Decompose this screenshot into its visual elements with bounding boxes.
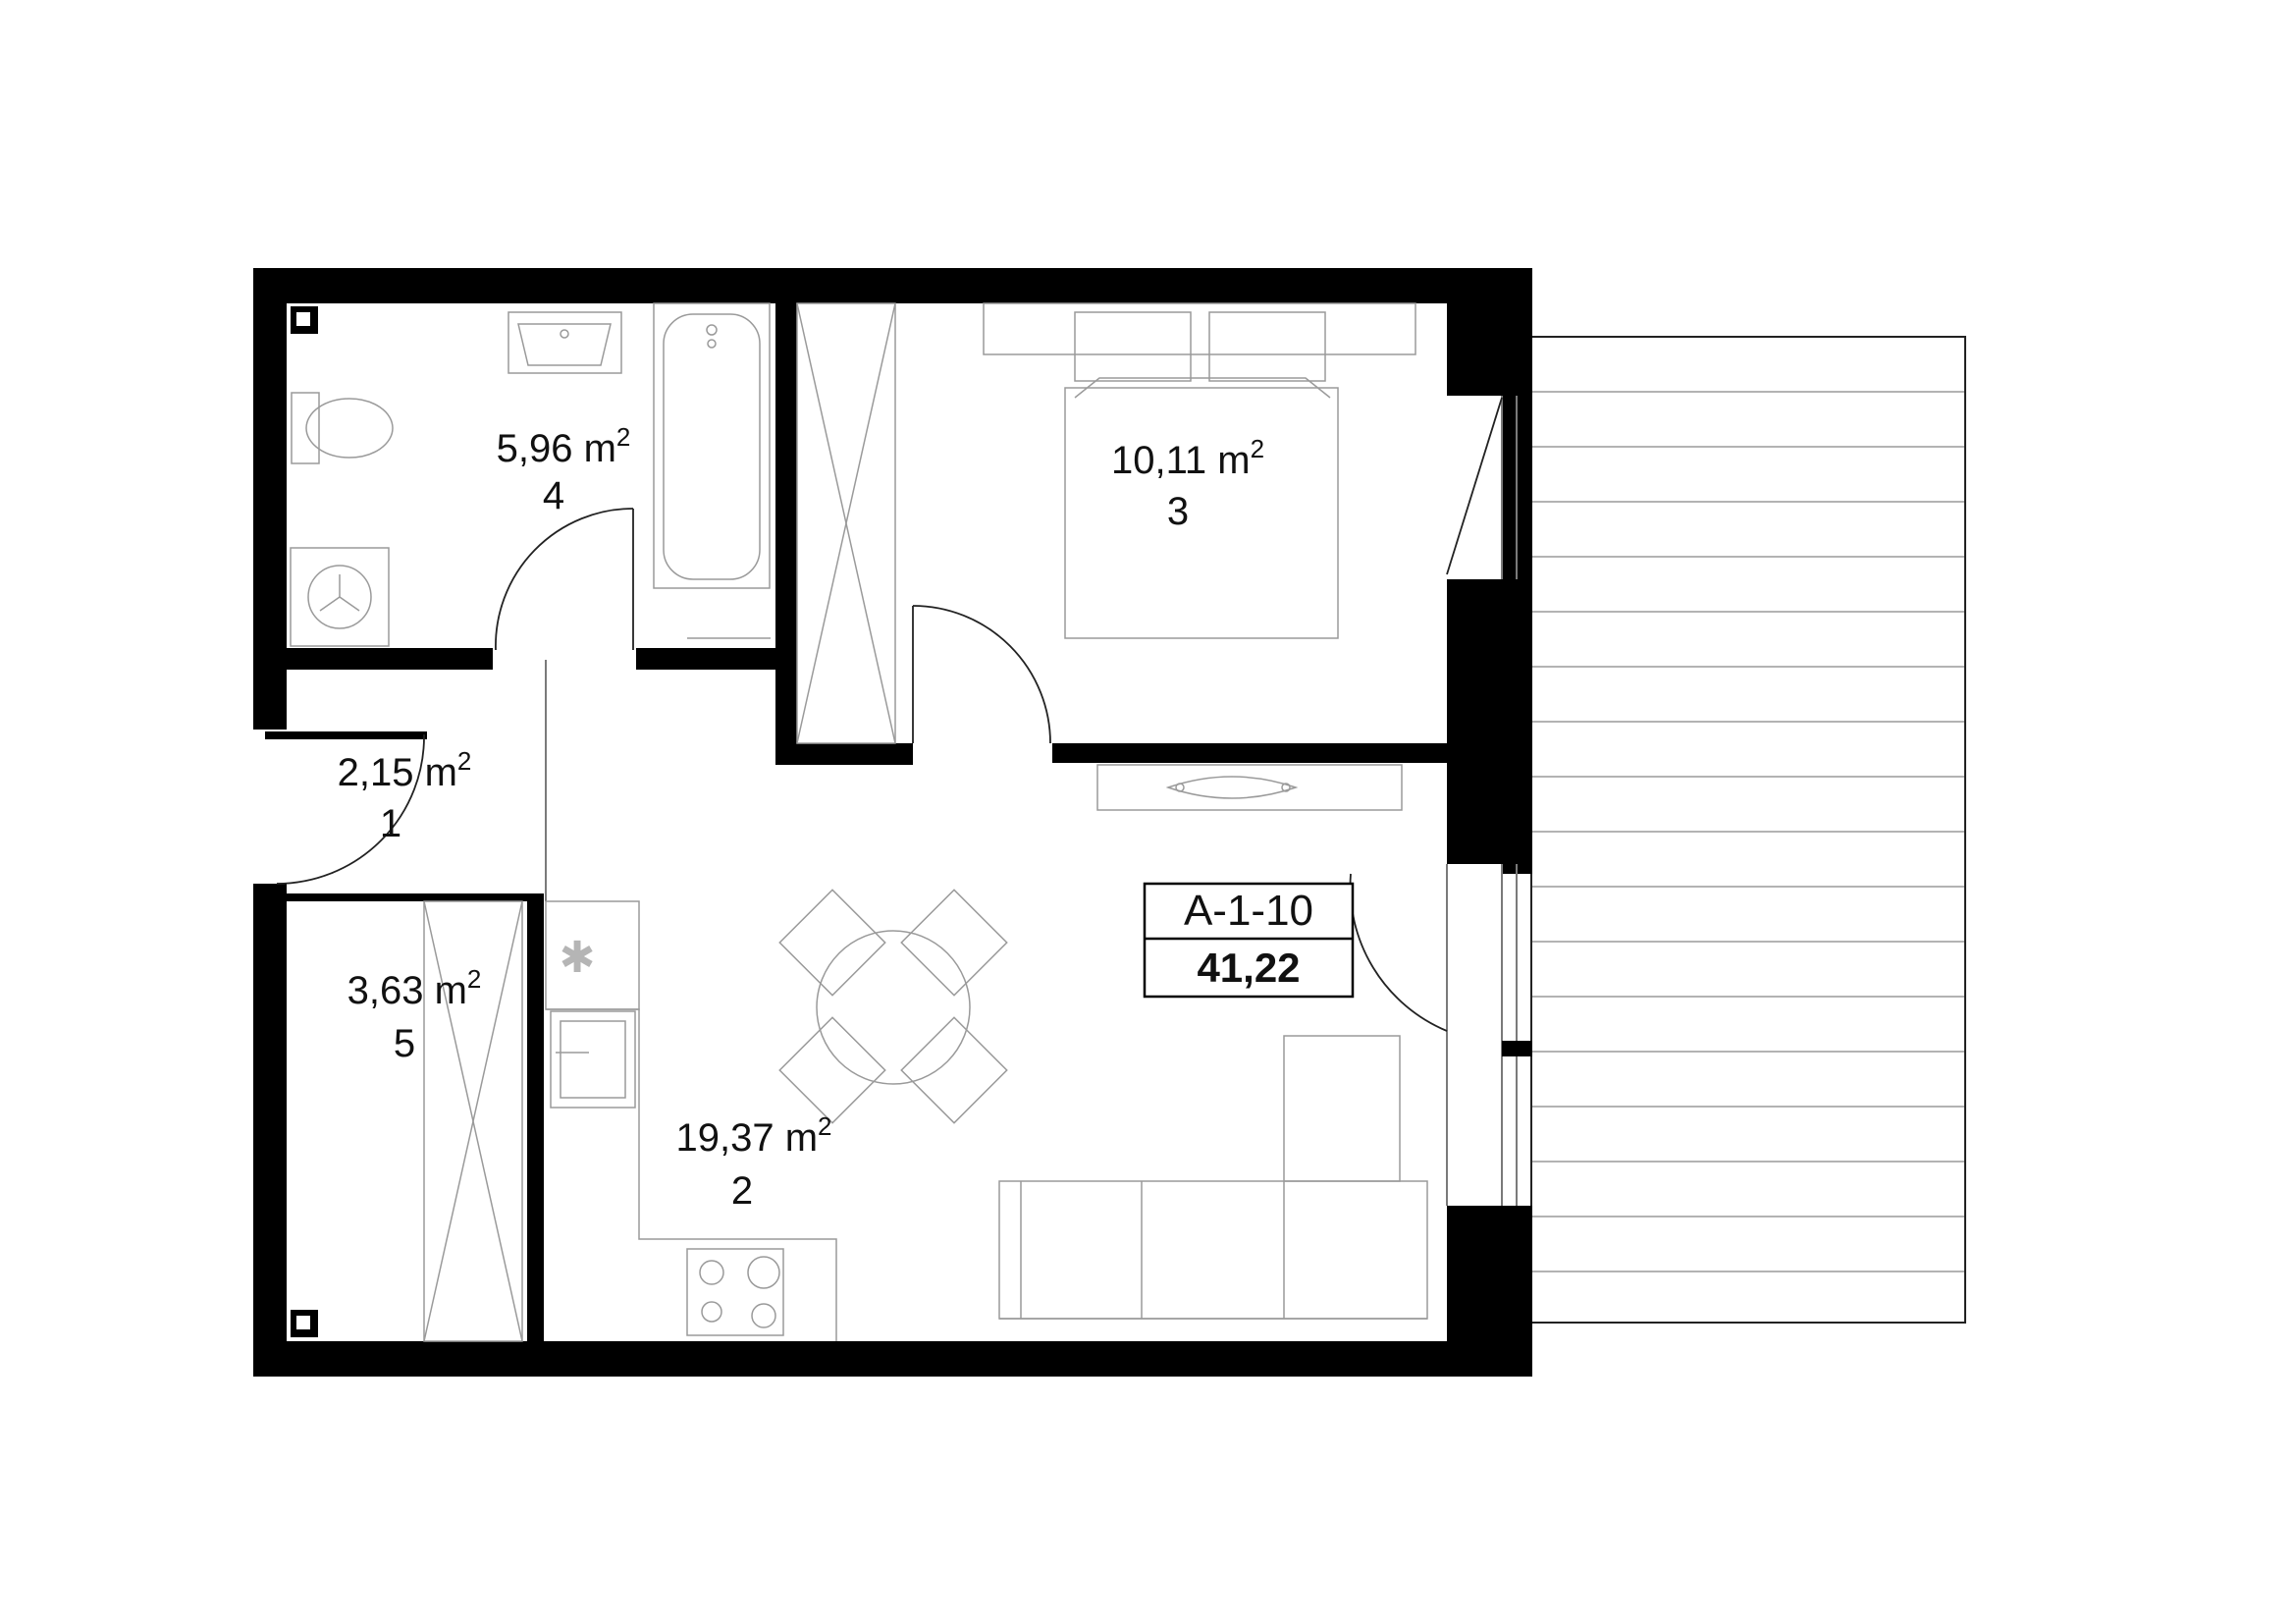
- bathroom-fixtures: [290, 302, 771, 647]
- room-1-area-label: 2,15 m2: [338, 746, 472, 794]
- bed: [983, 302, 1416, 639]
- room-4-area-label: 5,96 m2: [497, 422, 631, 470]
- room-5-number: 5: [394, 1022, 415, 1065]
- unit-code: A-1-10: [1184, 887, 1313, 935]
- room-5-area-label: 3,63 m2: [347, 964, 482, 1012]
- room-2-area-label: 19,37 m2: [675, 1111, 831, 1160]
- unit-total-area: 41,22: [1197, 945, 1300, 991]
- room-4-number: 4: [543, 474, 564, 517]
- bedroom-wardrobe: [796, 302, 896, 744]
- walls: [253, 268, 1532, 1377]
- room-3-number: 3: [1167, 490, 1189, 533]
- sofa: [998, 1035, 1428, 1320]
- unit-id-box: A-1-10 41,22: [1143, 882, 1355, 999]
- room-labels: 5,96 m2 4 10,11 m2 3 2,15 m2 1 3,63 m2 5…: [338, 422, 1264, 1213]
- balcony-deck: [1530, 336, 1966, 1324]
- dining-table: [778, 889, 1008, 1124]
- windows: [1446, 396, 1532, 1206]
- room-1-number: 1: [380, 802, 401, 845]
- room-3-area-label: 10,11 m2: [1111, 434, 1264, 482]
- doors: [275, 397, 1503, 1032]
- kitchen: [545, 900, 837, 1341]
- storage-wardrobe: [423, 900, 523, 1342]
- corner-markers: [291, 306, 318, 1337]
- room-2-number: 2: [731, 1169, 753, 1213]
- living-shelf: [1096, 764, 1403, 811]
- snowflake-icon: ✱: [560, 933, 596, 983]
